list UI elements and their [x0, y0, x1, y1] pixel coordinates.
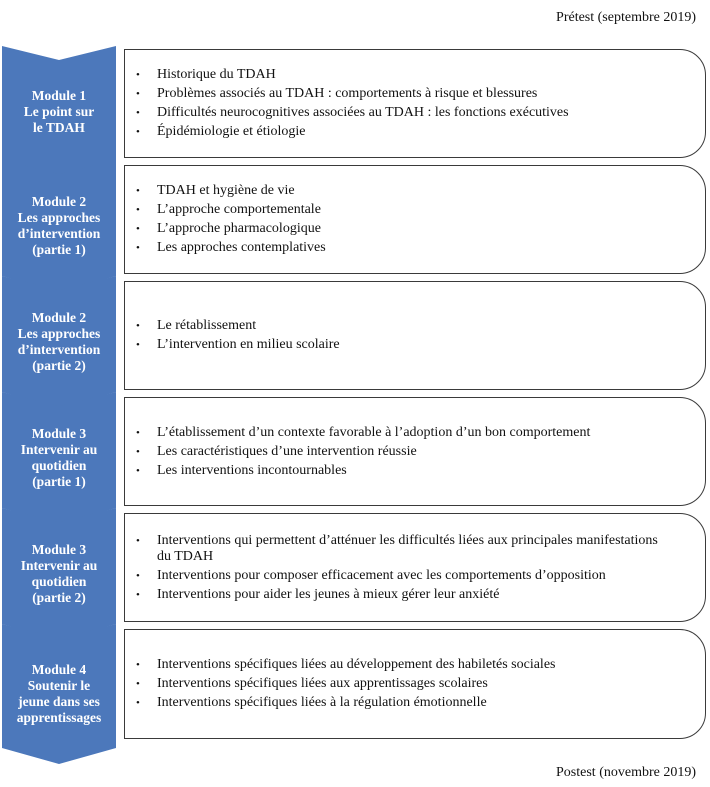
bullet-icon: •: [136, 697, 140, 709]
topic-item: • Les approches contemplatives: [133, 240, 665, 256]
topic-item: • Les interventions incontournables: [133, 463, 665, 479]
topic-text: Les approches contemplatives: [157, 240, 326, 255]
bullet-icon: •: [136, 107, 140, 119]
topic-item: • Interventions spécifiques liées au déve…: [133, 657, 665, 673]
topic-text: Les caractéristiques d’une intervention …: [157, 443, 417, 459]
module-content-box: • Le rétablissement • L’intervention en mil…: [124, 281, 706, 390]
topic-item: • Épidémiologie et étiologie: [133, 124, 665, 140]
bullet-icon: •: [136, 464, 140, 477]
topic-text: Problèmes associés au TDAH : comportemen…: [157, 86, 538, 101]
bullet-icon: •: [136, 659, 140, 671]
bullet-icon: •: [136, 204, 140, 216]
topic-list: • Interventions qui permettent d’atténuer…: [133, 530, 665, 606]
posttest-caption: Postest (novembre 2019): [556, 765, 696, 780]
topic-item: • Historique du TDAH: [133, 67, 665, 83]
topic-list: • Interventions spécifiques liées au déve…: [133, 654, 665, 714]
topic-item: • Interventions spécifiques liées aux app…: [133, 676, 665, 692]
bullet-icon: •: [136, 569, 140, 582]
module-chevron: Module 4 Soutenir le jeune dans ses appr…: [2, 624, 116, 764]
topic-item: • Le rétablissement: [133, 318, 665, 334]
module-label: Module 2 Les approches d’intervention (p…: [17, 194, 101, 257]
topic-text: L’approche pharmacologique: [157, 221, 321, 236]
topic-item: • Les caractéristiques d’une intervention…: [133, 444, 665, 460]
module-label: Module 3 Intervenir au quotidien (partie…: [20, 426, 98, 489]
module-label: Module 4 Soutenir le jeune dans ses appr…: [16, 662, 102, 725]
bullet-icon: •: [136, 445, 140, 458]
bullet-icon: •: [136, 339, 140, 351]
topic-list: • Le rétablissement • L’intervention en mil…: [133, 315, 665, 356]
topic-text: L’approche comportementale: [157, 202, 321, 217]
module-content-box: • Historique du TDAH • Problèmes associés a…: [124, 49, 706, 158]
module-chevron: Module 3 Intervenir au quotidien (partie…: [2, 392, 116, 524]
topic-item: • TDAH et hygiène de vie: [133, 183, 665, 199]
module-chevron: Module 2 Les approches d’intervention (p…: [2, 160, 116, 292]
module-chevron: Module 2 Les approches d’intervention (p…: [2, 276, 116, 408]
module-content-box: • Interventions spécifiques liées au déve…: [124, 629, 706, 739]
topic-item: • Interventions pour aider les jeunes à m…: [133, 587, 665, 603]
module-label: Module 2 Les approches d’intervention (p…: [17, 310, 101, 373]
topic-text: L’intervention en milieu scolaire: [157, 337, 340, 352]
module-content-box: • L’établissement d’un contexte favorable…: [124, 397, 706, 506]
module-content-box: • TDAH et hygiène de vie • L’approche compo…: [124, 165, 706, 274]
bullet-icon: •: [136, 588, 140, 601]
topic-text: Le rétablissement: [157, 318, 257, 333]
pretest-caption: Prétest (septembre 2019): [556, 10, 696, 25]
topic-list: • TDAH et hygiène de vie • L’approche compo…: [133, 180, 665, 259]
topic-item: • L’établissement d’un contexte favorable…: [133, 425, 665, 441]
topic-text: Interventions pour aider les jeunes à mi…: [157, 586, 500, 602]
topic-text: Interventions qui permettent d’atténuer …: [157, 532, 658, 564]
topic-text: Interventions spécifiques liées à la rég…: [157, 695, 487, 710]
bullet-icon: •: [136, 678, 140, 690]
topic-text: L’établissement d’un contexte favorable …: [157, 424, 591, 440]
module-label: Module 3 Intervenir au quotidien (partie…: [20, 542, 98, 605]
topic-text: Difficultés neurocognitives associées au…: [157, 105, 569, 120]
module-chevron: Module 3 Intervenir au quotidien (partie…: [2, 508, 116, 640]
topic-item: • Problèmes associés au TDAH : comporteme…: [133, 86, 665, 102]
topic-text: TDAH et hygiène de vie: [157, 183, 295, 198]
bullet-icon: •: [136, 88, 140, 100]
topic-list: • L’établissement d’un contexte favorable…: [133, 422, 665, 482]
topic-text: Les interventions incontournables: [157, 462, 347, 478]
topic-text: Interventions pour composer efficacement…: [157, 567, 606, 583]
topic-item: • L’intervention en milieu scolaire: [133, 337, 665, 353]
bullet-icon: •: [136, 223, 140, 235]
bullet-icon: •: [136, 126, 140, 138]
module-content-box: • Interventions qui permettent d’atténuer…: [124, 513, 706, 622]
bullet-icon: •: [136, 69, 140, 81]
bullet-icon: •: [136, 426, 140, 439]
topic-item: • Interventions pour composer efficacemen…: [133, 568, 665, 584]
module-label: Module 1 Le point sur le TDAH: [23, 88, 95, 135]
topic-text: Épidémiologie et étiologie: [157, 124, 306, 139]
topic-text: Historique du TDAH: [157, 67, 276, 82]
topic-item: • Difficultés neurocognitives associées a…: [133, 105, 665, 121]
topic-item: • L’approche comportementale: [133, 202, 665, 218]
topic-list: • Historique du TDAH • Problèmes associés a…: [133, 64, 665, 143]
topic-item: • Interventions spécifiques liées à la ré…: [133, 695, 665, 711]
topic-text: Interventions spécifiques liées au dével…: [157, 657, 556, 672]
topic-text: Interventions spécifiques liées aux appr…: [157, 676, 488, 691]
bullet-icon: •: [136, 320, 140, 332]
topic-item: • Interventions qui permettent d’atténuer…: [133, 533, 665, 565]
module-chevron: Module 1 Le point sur le TDAH: [2, 46, 116, 178]
bullet-icon: •: [136, 185, 140, 197]
topic-item: • L’approche pharmacologique: [133, 221, 665, 237]
bullet-icon: •: [136, 534, 140, 547]
bullet-icon: •: [136, 242, 140, 254]
